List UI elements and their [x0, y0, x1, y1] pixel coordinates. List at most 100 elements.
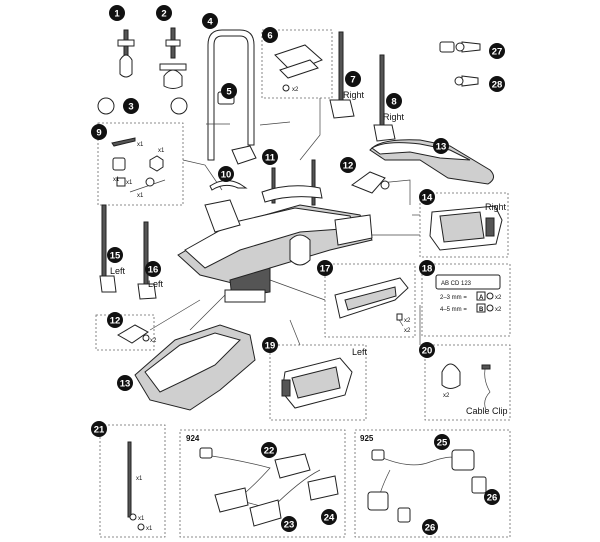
callout-circle: [419, 260, 435, 276]
qty-x2-b: x2: [495, 307, 502, 313]
callout-number: 12: [343, 160, 354, 171]
callout-circle: [261, 442, 277, 458]
callout-c19: 19: [262, 337, 278, 353]
callout-c13b: 13: [117, 375, 133, 391]
callout-circle: [117, 375, 133, 391]
cable-holder-10: [209, 180, 248, 191]
qty-x1-9b: x1: [158, 148, 165, 154]
qty-x1-21c: x1: [146, 526, 153, 532]
callout-c23: 23: [281, 516, 297, 532]
group-box-17: [324, 263, 416, 338]
cap-pair-3: [97, 97, 188, 115]
callout-number: 20: [422, 345, 433, 356]
callout-number: 8: [391, 96, 396, 107]
callout-c10: 10: [218, 166, 234, 182]
wheel-tray-13b: [134, 324, 256, 411]
callout-c14: 14: [419, 189, 435, 205]
callout-circle: [419, 342, 435, 358]
callout-circle: [422, 519, 438, 535]
bracket-6: [274, 44, 323, 92]
callout-number: 6: [267, 30, 272, 41]
qty-x1-9a: x1: [137, 142, 144, 148]
group-box-9: [97, 122, 184, 206]
callout-circle: [218, 166, 234, 182]
arm-16: [137, 221, 157, 300]
callout-circle: [221, 83, 237, 99]
callout-number: 26: [487, 492, 498, 503]
wheel-tray-13a-top: [371, 142, 471, 161]
callout-number: 27: [492, 46, 503, 57]
callout-number: 16: [148, 264, 159, 275]
callout-number: 11: [265, 152, 276, 163]
wiring-kit-925: [367, 449, 487, 523]
callout-c26b: 26: [422, 519, 438, 535]
callout-c1: 1: [109, 5, 125, 21]
callout-number: 14: [422, 192, 433, 203]
callout-c6: 6: [262, 27, 278, 43]
qty-x2-12: x2: [150, 338, 157, 344]
callout-circle: [145, 261, 161, 277]
label-mm-2-3: 2–3 mm =: [440, 295, 467, 301]
callout-c16: 16: [145, 261, 161, 277]
wiring-kit-924: [199, 447, 339, 527]
arm-15: [99, 204, 117, 293]
callout-number: 19: [265, 340, 276, 351]
frame-bar-4: [207, 29, 255, 161]
callout-c5: 5: [221, 83, 237, 99]
callout-number: 13: [120, 378, 131, 389]
callout-number: 5: [226, 86, 232, 97]
callout-circle: [262, 337, 278, 353]
arm-8: [373, 54, 396, 142]
callout-c13a: 13: [433, 138, 449, 154]
label-kit-924: 924: [186, 434, 200, 443]
label-left-19: Left: [352, 347, 368, 357]
label-kit-925: 925: [360, 434, 374, 443]
callout-number: 12: [110, 315, 121, 326]
callout-number: 18: [422, 263, 433, 274]
label-mm-4-5: 4–5 mm =: [440, 307, 467, 313]
callout-c7: 7: [345, 71, 361, 87]
plate-bracket-17: [334, 277, 409, 327]
callout-c15: 15: [107, 247, 123, 263]
tail-light-14: [429, 205, 503, 251]
label-right-14: Right: [485, 202, 507, 212]
qty-x1-9c: x1: [113, 177, 120, 183]
callout-number: 4: [207, 16, 213, 27]
qty-x2-20: x2: [443, 393, 450, 399]
callout-circle: [262, 149, 278, 165]
callout-circle: [484, 489, 500, 505]
tag-a: A: [479, 295, 484, 301]
callout-c2: 2: [156, 5, 172, 21]
clamp-12a: [350, 171, 390, 194]
callout-number: 13: [436, 141, 447, 152]
callout-c28: 28: [489, 76, 505, 92]
tail-light-19: [281, 357, 353, 409]
label-right-8: Right: [383, 112, 405, 122]
callout-number: 2: [161, 8, 166, 19]
callout-circle: [419, 189, 435, 205]
callout-c8: 8: [386, 93, 402, 109]
label-left-16: Left: [148, 279, 164, 289]
callout-circle: [340, 157, 356, 173]
callout-circle: [202, 13, 218, 29]
group-box-14: [419, 192, 509, 258]
qty-x1-21a: x1: [136, 476, 143, 482]
callout-number: 3: [128, 101, 133, 112]
callout-c24: 24: [321, 509, 337, 525]
callout-c18: 18: [419, 260, 435, 276]
callout-number: 21: [94, 424, 105, 435]
callout-number: 28: [492, 79, 503, 90]
lock-11: [231, 121, 291, 165]
cable-clip-20: [441, 363, 491, 411]
callout-circle: [156, 5, 172, 21]
callout-number: 22: [264, 445, 275, 456]
callout-circle: [386, 93, 402, 109]
callout-circle: [91, 421, 107, 437]
callout-c12a: 12: [340, 157, 356, 173]
callout-number: 15: [110, 250, 121, 261]
callout-circle: [107, 312, 123, 328]
group-box-6: [261, 29, 333, 99]
arm-7: [329, 31, 355, 119]
